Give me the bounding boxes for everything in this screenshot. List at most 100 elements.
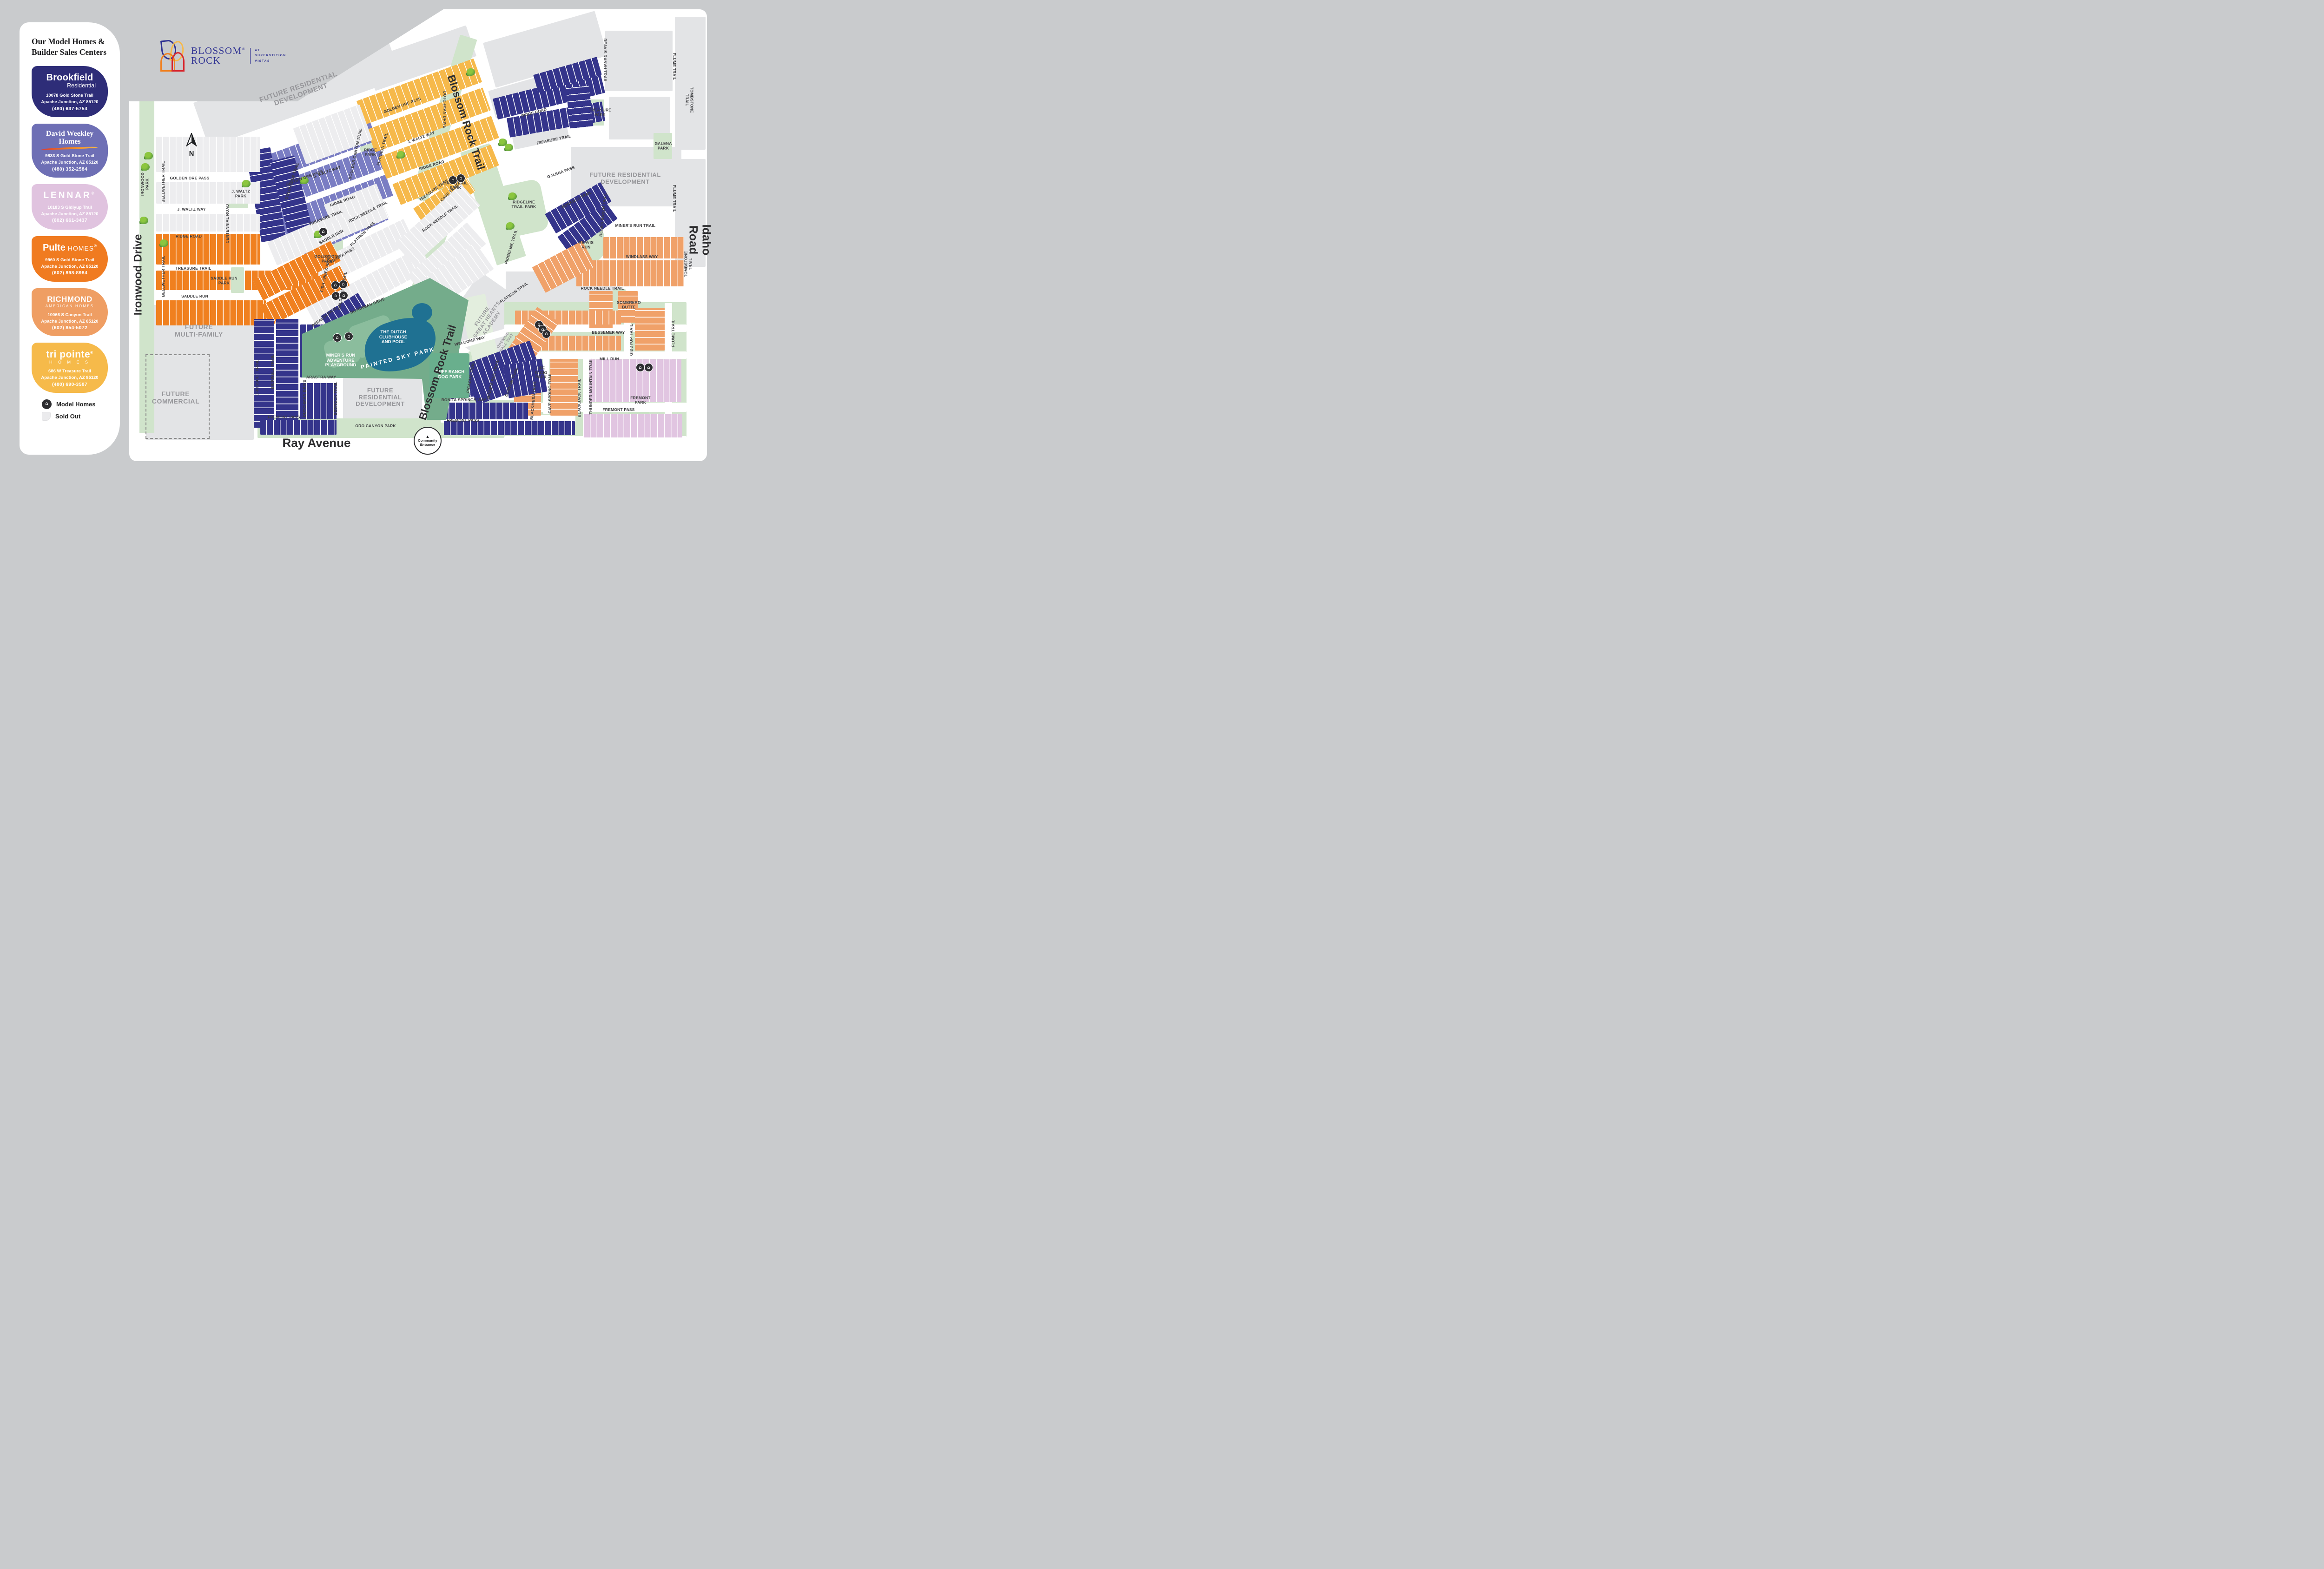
builder-phone: (602) 854-5072 — [52, 325, 87, 331]
street-label: BONITA SPRINGS WAY — [441, 397, 487, 403]
street-label: TREASURE TRAIL — [175, 266, 211, 271]
legend-item-model-home: ⌂Model Homes — [42, 399, 108, 409]
lot-block-gray — [156, 137, 260, 172]
street-label: BLACKJACK TRAIL — [577, 378, 582, 417]
builder-logo-pulte-homes: Pulte HOMES® — [35, 243, 104, 253]
builder-logo-line: Brookfield — [46, 73, 93, 83]
model-home-icon: ⌂ — [319, 227, 328, 236]
road-segment — [504, 403, 687, 412]
street-label: ROCK NEEDLE TRAIL — [581, 286, 624, 291]
logo-title: BLOSSOM® ROCK — [191, 45, 246, 66]
park-label: RUFF RANCH DOG PARK — [435, 369, 465, 379]
builder-logo-lennar: LENNAR® — [35, 191, 104, 201]
street-label: ARASTRA WAY — [306, 375, 337, 380]
model-home-icon: ⌂ — [339, 291, 348, 300]
saddle-run-park — [231, 267, 244, 293]
blossom-rock-logo: BLOSSOM® ROCK AT SUPERSTITION VISTAS — [160, 39, 286, 72]
logo-swoosh-icon — [41, 146, 98, 151]
street-label: SOMBRERO BUTTE — [617, 300, 641, 309]
street-label: FREMONT PASS — [602, 407, 635, 412]
builder-phone: (480) 690-3587 — [52, 381, 87, 387]
address-line: Apache Junction, AZ 85120 — [41, 211, 99, 217]
street-label: RIDGELINE TRAIL PARK — [511, 199, 536, 209]
future-label: FUTURE RESIDENTIAL DEVELOPMENT — [356, 386, 405, 408]
street-label: BELLWETHER TRAIL — [161, 161, 166, 203]
painted-sky-lake — [412, 303, 432, 322]
street-label: FLUME TRAIL — [671, 319, 676, 347]
street-label: CENTENNIAL ROAD — [225, 204, 230, 244]
park-label: THE DUTCH CLUBHOUSE AND POOL — [379, 329, 408, 345]
street-label: MILL RUN — [599, 357, 620, 362]
future-block — [605, 31, 673, 91]
street-label: J. WALTZ PARK — [231, 189, 250, 198]
street-label: THUNDER MOUNTAIN TRAIL — [588, 358, 594, 415]
lot-block-navy — [260, 420, 337, 435]
street-label: BICKWELL TRAIL — [270, 354, 275, 390]
tree-icon — [160, 239, 168, 247]
community-map-page: Our Model Homes & Builder Sales Centers … — [0, 0, 729, 475]
street-label: OFF. FACIO PARK — [535, 365, 548, 379]
builder-logo-line: tri pointe® — [46, 349, 93, 360]
future-block — [609, 97, 670, 139]
registered-mark: ® — [94, 244, 97, 248]
address-line: 10078 Gold Stone Trail — [46, 93, 93, 99]
lot-block-lavender — [589, 359, 681, 402]
lot-block-ltorange — [635, 308, 665, 351]
street-label: GIDDYUP TRAIL — [629, 324, 634, 356]
model-home-icon: ⌂ — [644, 363, 653, 372]
tree-icon — [140, 217, 148, 224]
builder-logo-line: AMERICAN HOMES — [45, 304, 94, 308]
builder-card-tri-pointe-homes: tri pointe®H O M E S 686 W Treasure Trail… — [32, 343, 108, 393]
model-home-icon: ⌂ — [344, 332, 353, 341]
future-label: FUTURE COMMERCIAL — [152, 390, 200, 405]
park-label: MINER'S RUN ADVENTURE PLAYGROUND — [325, 352, 357, 368]
lot-block-navy — [444, 421, 575, 435]
street-label: FREMONT PARK — [630, 395, 651, 404]
street-label: DUTCHMAN DRIVE — [302, 379, 307, 417]
lot-block-navy — [276, 319, 298, 430]
street-label: TOMBSTONE TRAIL — [685, 87, 694, 113]
tree-icon — [505, 144, 513, 151]
street-label: ORO CANYON PARK — [355, 424, 396, 429]
address-line: Apache Junction, AZ 85120 — [41, 375, 99, 381]
street-label: FREMONT PASS — [447, 418, 479, 423]
address-line: 10183 S Gidiyup Trail — [47, 205, 92, 210]
model-home-icon: ⌂ — [636, 363, 645, 372]
street-label: GOLDSTONE PARK — [314, 254, 340, 263]
north-letter: N — [189, 150, 194, 158]
sidebar-heading: Our Model Homes & Builder Sales Centers — [32, 37, 107, 57]
lot-block-orange — [156, 234, 260, 265]
lot-block-navy — [300, 383, 337, 419]
builder-phone: (602) 898-8984 — [52, 270, 87, 276]
lot-block-gray — [156, 214, 260, 232]
address-line: 686 W Treasure Trail — [48, 369, 91, 374]
lot-block-ltorange — [618, 291, 638, 323]
road-label-big: Ironwood Drive — [132, 234, 145, 316]
galena-park — [654, 133, 672, 159]
lot-block-ltorange — [550, 359, 578, 416]
street-label: FLUME TRAIL — [672, 185, 677, 212]
tree-icon — [145, 152, 153, 159]
tree-icon — [141, 163, 150, 171]
builder-logo-line: LENNAR® — [43, 190, 96, 200]
address-line: Apache Junction, AZ 85120 — [41, 160, 99, 166]
street-label: J. WALTZ WAY — [177, 207, 206, 212]
builder-logo-line: David Weekley — [46, 129, 94, 138]
tree-icon — [508, 192, 517, 200]
builder-logo-line: H O M E S — [49, 360, 90, 365]
builder-logo-line: Homes — [59, 137, 81, 146]
builder-logo-tri-pointe-homes: tri pointe®H O M E S — [35, 349, 104, 364]
blossom-rock-logomark-icon — [160, 39, 185, 72]
street-label: BESSEMER WAY — [592, 330, 625, 335]
north-compass: N — [185, 132, 198, 158]
builder-logo-line: RICHMOND — [47, 294, 92, 304]
